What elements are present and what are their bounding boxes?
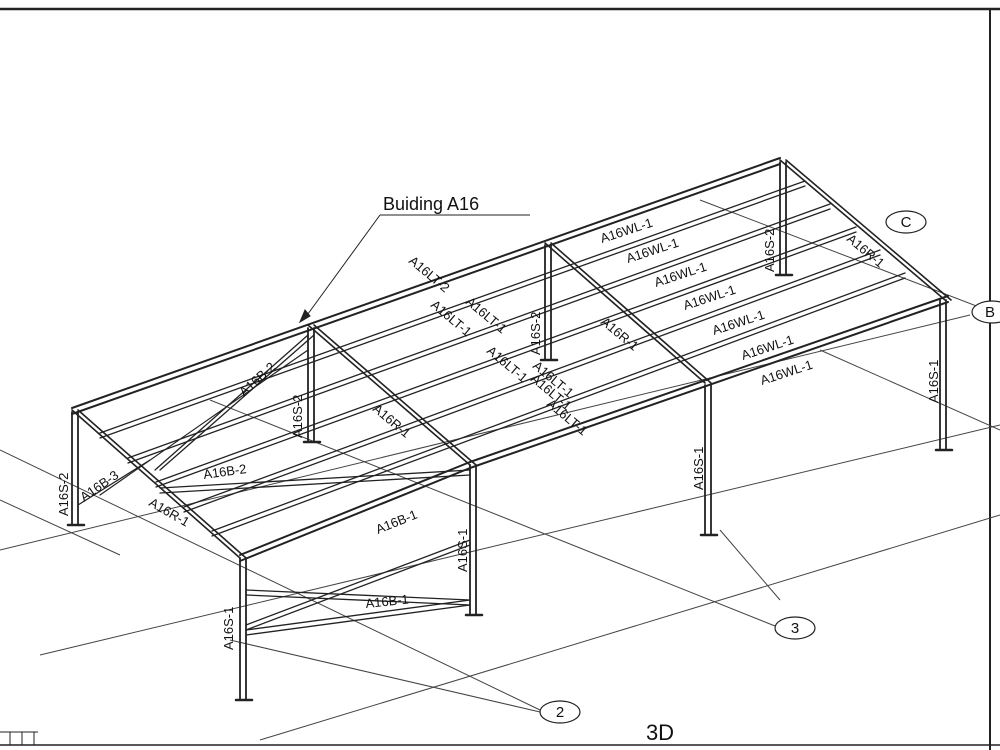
grid-bubble-3-label: 3: [791, 620, 799, 637]
grid-bubble-c: C: [885, 210, 927, 234]
member-label: A16R-1: [844, 231, 887, 271]
member-label: A16WL-1: [758, 357, 814, 388]
member-label: A16S-2: [762, 229, 777, 272]
member-label: A16B-1: [374, 507, 420, 537]
sheet-border: [0, 7, 1000, 750]
member-label: A16S-2: [56, 473, 71, 516]
member-label: A16S-2: [290, 395, 305, 438]
member-label: A16B-2: [202, 461, 247, 482]
member-label: A16B-1: [365, 592, 410, 611]
grid-bubble-b: B: [971, 300, 1000, 324]
member-label: A16LT-2: [406, 253, 453, 295]
member-label: A16S-2: [528, 312, 543, 355]
member-label: A16LT-1: [484, 343, 531, 385]
grid-bubble-c-label: C: [901, 214, 912, 231]
grid-bubble-3: 3: [774, 616, 816, 640]
grid-bubble-2-label: 2: [556, 704, 564, 721]
member-label: A16B-3: [77, 467, 121, 504]
building-title: Buiding A16: [383, 194, 479, 214]
member-label: A16S-1: [221, 607, 236, 650]
view-label: 3D: [646, 720, 674, 745]
member-label: A16S-1: [455, 529, 470, 572]
steel-frame: [66, 157, 954, 702]
member-label: A16S-1: [691, 447, 706, 490]
member-label: A16S-1: [926, 360, 941, 403]
title-leader: [298, 214, 530, 324]
grid-bubble-b-label: B: [985, 304, 995, 321]
member-label: A16B-2: [236, 359, 278, 399]
member-label: A16R-1: [598, 314, 641, 354]
grid-bubble-2: 2: [539, 700, 581, 724]
grid-lines: [0, 199, 1000, 741]
member-label: A16WL-1: [681, 282, 737, 313]
